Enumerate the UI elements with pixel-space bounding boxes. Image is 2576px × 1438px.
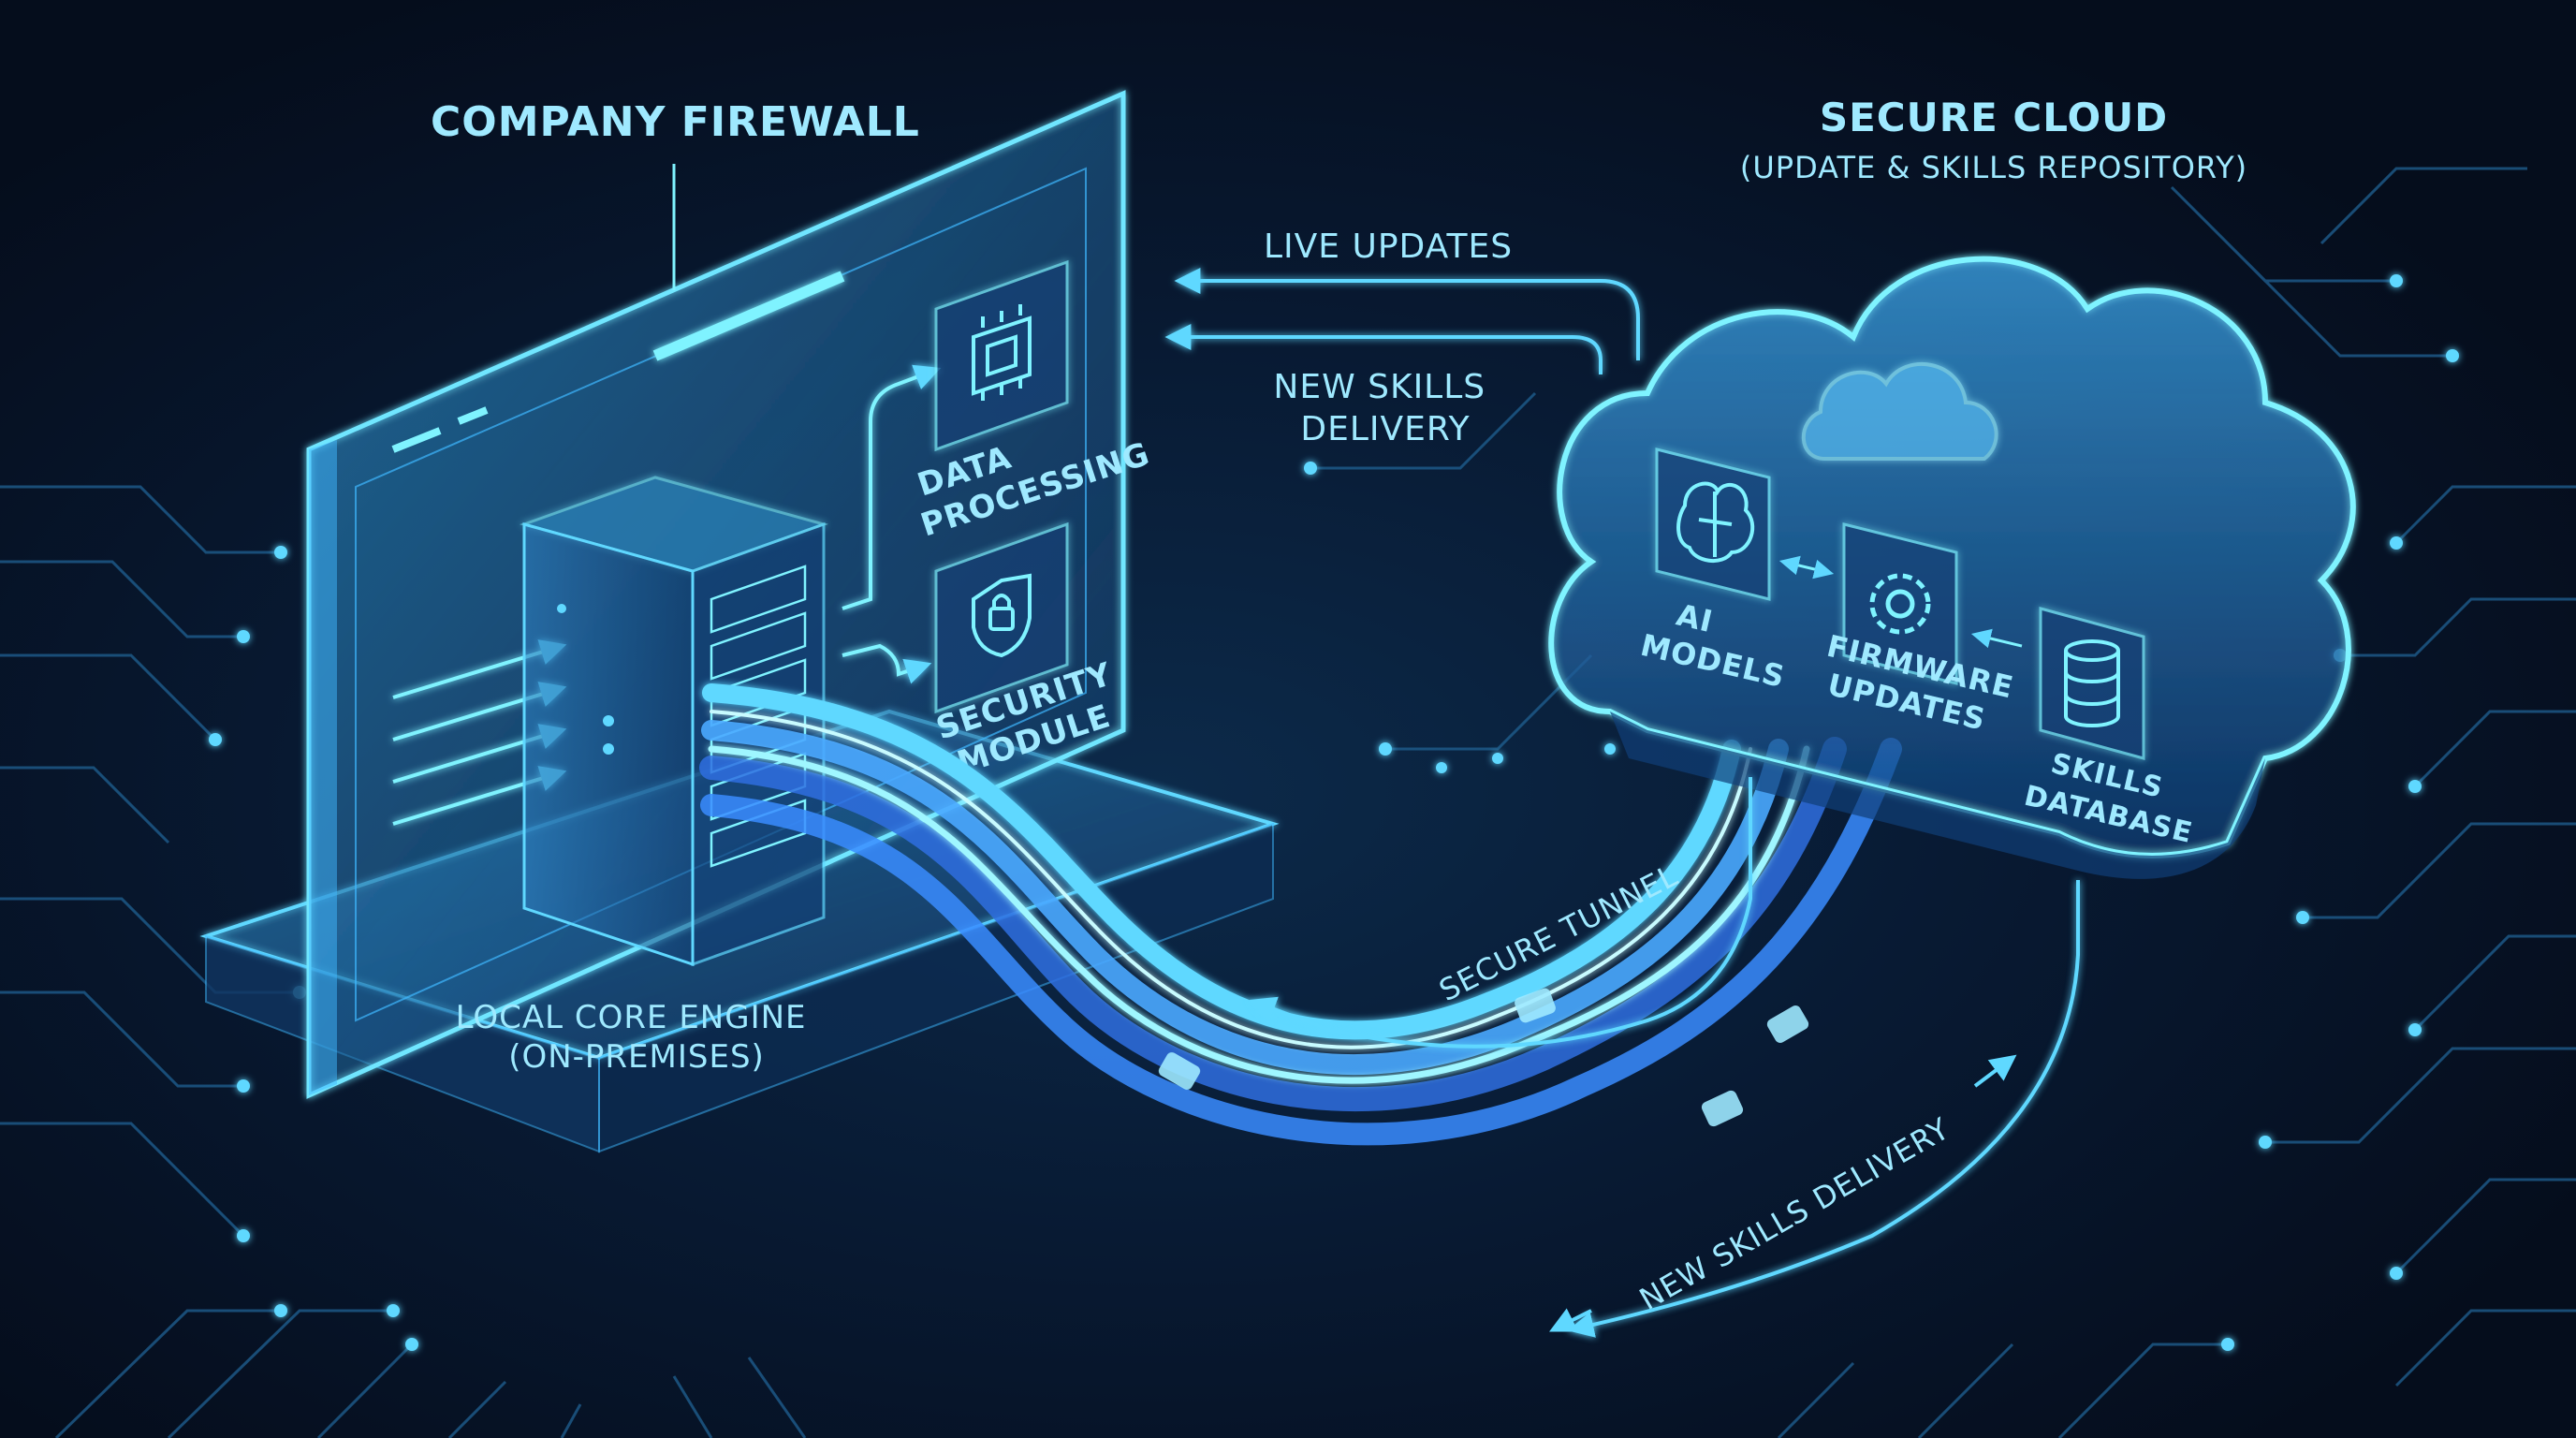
svg-text:NEW SKILLS DELIVERY: NEW SKILLS DELIVERY [1273, 368, 1497, 448]
bottom-delivery-arrow [1548, 1054, 2017, 1332]
cloud-subtitle: (UPDATE & SKILLS REPOSITORY) [1740, 150, 2247, 185]
module-connectors [842, 364, 942, 684]
firmware-updates-module [1842, 522, 1958, 685]
security-module [934, 521, 1069, 714]
cloud-icon [1801, 362, 1998, 461]
new-skills-label-1: NEW SKILLS [1273, 368, 1486, 406]
new-skills-label-2: DELIVERY [1300, 410, 1470, 448]
live-updates-arrow [1164, 268, 1640, 374]
chip-icon [972, 304, 1032, 401]
local-core-label-1: LOCAL CORE ENGINE [456, 999, 807, 1036]
cable-couplers [1158, 988, 1809, 1127]
database-icon [2064, 639, 2120, 727]
skills-database-module [2039, 607, 2145, 760]
circuit-traces [0, 167, 2576, 1438]
ai-models-module [1655, 448, 1771, 601]
live-updates-label: LIVE UPDATES [1264, 227, 1513, 266]
secure-tunnel-cables [699, 683, 1902, 1146]
secure-tunnel-arrows [1249, 777, 2080, 1338]
shield-lock-icon [972, 573, 1032, 658]
svg-text:LOCAL CORE ENGINE (ON-PREM: LOCAL CORE ENGINE (ON-PREMISES) [456, 999, 818, 1076]
firewall-title: COMPANY FIREWALL [431, 98, 920, 146]
data-processing-module [934, 259, 1069, 452]
brain-icon [1676, 481, 1755, 564]
cloud-module-arrows [1778, 555, 2023, 649]
local-core-label-2: (ON-PREMISES) [508, 1038, 765, 1076]
gear-icon [1869, 573, 1931, 635]
cloud-title: SECURE CLOUD [1820, 95, 2168, 140]
